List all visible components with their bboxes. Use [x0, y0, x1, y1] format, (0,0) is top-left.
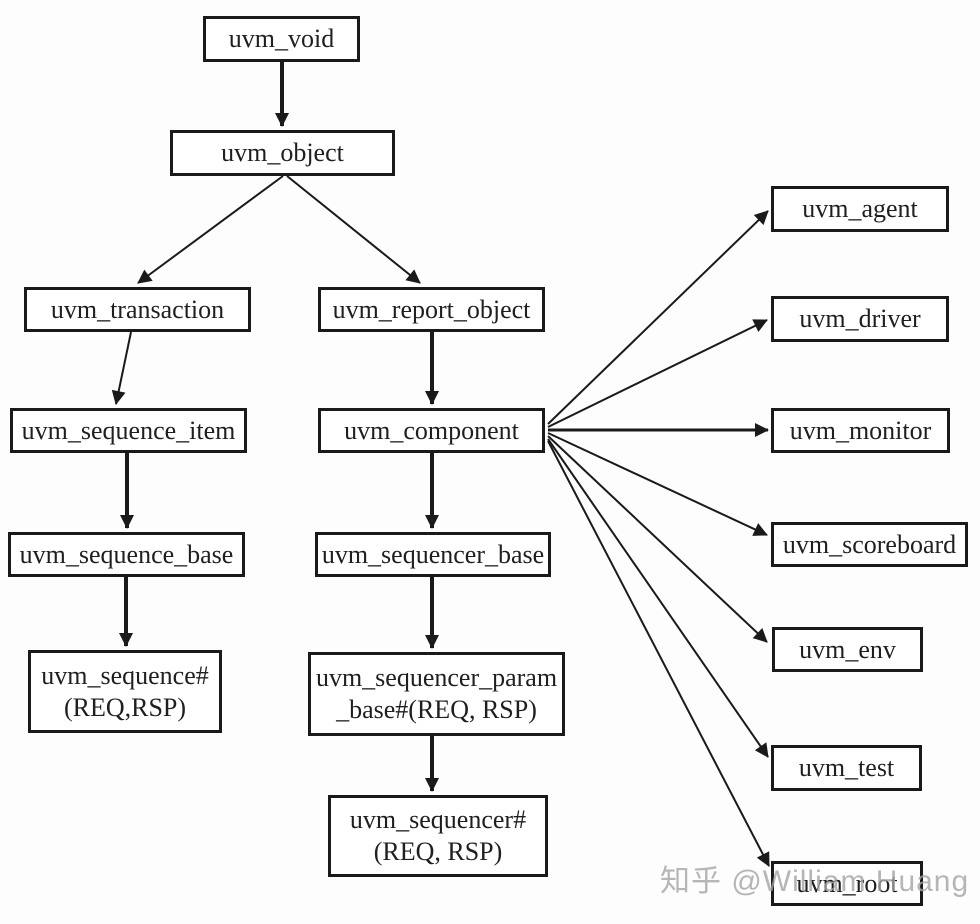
edge-uvm_transaction-to-uvm_sequence_item	[111, 331, 132, 405]
node-label: uvm_env	[799, 634, 896, 664]
watermark: 知乎 @William Huang	[660, 865, 970, 898]
node-uvm-sequence-item: uvm_sequence_item	[10, 408, 247, 453]
edge-uvm_component-to-uvm_driver	[547, 319, 768, 428]
node-label: uvm_driver	[799, 304, 921, 334]
edge-uvm_component-to-uvm_env	[547, 435, 768, 643]
node-uvm-monitor: uvm_monitor	[771, 408, 950, 453]
node-label: uvm_scoreboard	[782, 529, 957, 559]
node-uvm-test: uvm_test	[771, 745, 922, 791]
node-label: uvm_report_object	[332, 294, 531, 324]
edge-uvm_component-to-uvm_test	[547, 438, 769, 758]
node-label: uvm_monitor	[789, 415, 932, 445]
node-uvm-sequencer-req-rsp: uvm_sequencer# (REQ, RSP)	[328, 795, 548, 877]
node-label: uvm_void	[228, 24, 335, 54]
node-uvm-object: uvm_object	[170, 130, 395, 176]
node-label-line1: uvm_sequence#	[41, 660, 209, 690]
node-uvm-sequence-req-rsp: uvm_sequence# (REQ,RSP)	[28, 650, 222, 733]
node-label: uvm_agent	[802, 194, 918, 224]
node-uvm-sequencer-param-base: uvm_sequencer_param _base#(REQ, RSP)	[308, 652, 565, 736]
node-uvm-env: uvm_env	[772, 627, 923, 672]
node-label: uvm_test	[798, 753, 895, 783]
node-label: uvm_root	[796, 868, 898, 898]
edge-uvm_component-to-uvm_scoreboard	[547, 432, 768, 536]
node-uvm-agent: uvm_agent	[771, 186, 949, 232]
node-uvm-void: uvm_void	[203, 16, 360, 62]
node-label: uvm_object	[221, 138, 344, 168]
node-uvm-report-object: uvm_report_object	[318, 287, 545, 332]
node-label-line1: uvm_sequencer_param	[315, 663, 558, 693]
node-label: uvm_component	[344, 415, 519, 445]
node-uvm-driver: uvm_driver	[771, 296, 949, 342]
node-label-line1: uvm_sequencer#	[349, 805, 527, 835]
node-uvm-component: uvm_component	[318, 408, 545, 453]
edge-uvm_object-to-uvm_report_object	[286, 175, 421, 284]
edge-uvm_object-to-uvm_transaction	[137, 175, 284, 284]
node-label: uvm_transaction	[50, 294, 225, 324]
node-uvm-root: uvm_root	[771, 861, 923, 906]
node-label: uvm_sequence_base	[19, 539, 234, 569]
node-label: uvm_sequencer_base	[321, 539, 545, 569]
node-label-line2: (REQ,RSP)	[63, 692, 187, 722]
edge-uvm_component-to-uvm_root	[547, 440, 770, 867]
node-label-line2: _base#(REQ, RSP)	[336, 695, 537, 724]
node-uvm-transaction: uvm_transaction	[24, 287, 251, 332]
node-uvm-sequencer-base: uvm_sequencer_base	[315, 532, 551, 577]
node-label: uvm_sequence_item	[21, 415, 236, 445]
node-uvm-scoreboard: uvm_scoreboard	[771, 522, 968, 567]
node-uvm-sequence-base: uvm_sequence_base	[8, 532, 245, 577]
node-label-line2: (REQ, RSP)	[373, 837, 503, 866]
edge-uvm_component-to-uvm_agent	[547, 210, 769, 425]
